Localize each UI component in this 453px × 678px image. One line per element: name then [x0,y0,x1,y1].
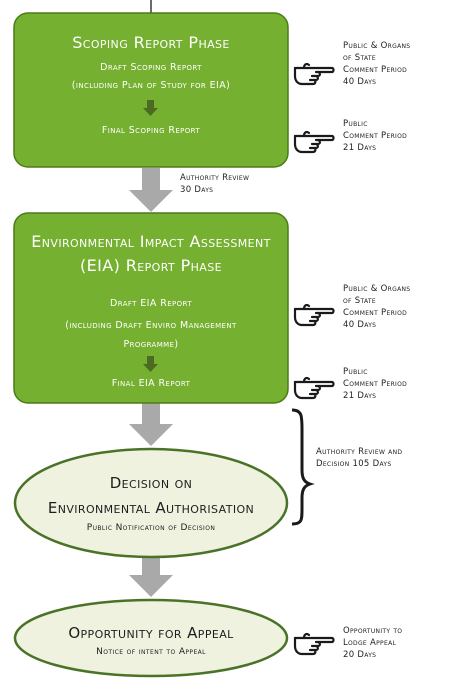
authority-review-note: Authority Review 30 Days [180,173,250,195]
down-arrow-icon [129,168,173,212]
scoping-phase-box [13,12,289,168]
pointing-hand-icon [293,303,335,327]
eia-final-label: Final EIA Report [111,378,191,389]
eia-phase-box [13,212,289,404]
eia-draft-detail-line2: Programme) [123,339,179,350]
appeal-subtitle: Notice of intent to Appeal [96,647,206,657]
eia-phase-title-line2: (EIA) Report Phase [80,256,222,275]
decision-subtitle: Public Notification of Decision [86,523,216,533]
pointing-hand-icon [293,130,335,154]
pointing-hand-icon [293,632,335,656]
scoping-draft-detail: (including Plan of Study for EIA) [71,80,231,91]
scoping-final-comment-note: Public Comment Period 21 Days [343,119,408,153]
down-arrow-icon [129,403,173,446]
down-arrow-icon [129,556,173,597]
appeal-title: Opportunity for Appeal [68,624,234,642]
decision-title-line2: Environmental Authorisation [47,499,255,517]
down-arrow-icon [143,356,158,372]
eia-draft-detail-line1: (including Draft Enviro Management [65,320,237,331]
scoping-draft-label: Draft Scoping Report [100,62,202,73]
scoping-final-label: Final Scoping Report [101,125,201,136]
pointing-hand-icon [293,376,335,400]
curly-brace-icon [291,408,315,526]
scoping-phase-title: Scoping Report Phase [72,33,230,52]
scoping-draft-comment-note: Public & Organs of State Comment Period … [343,41,411,87]
appeal-period-note: Opportunity to Lodge Appeal 20 Days [343,626,403,660]
eia-phase-title-line1: Environmental Impact Assessment [31,232,271,251]
decision-oval [13,447,289,559]
eia-draft-comment-note: Public & Organs of State Comment Period … [343,284,411,330]
eia-draft-label: Draft EIA Report [110,298,192,309]
pointing-hand-icon [293,62,335,86]
eia-final-comment-note: Public Comment Period 21 Days [343,367,408,401]
decision-review-note: Authority Review and Decision 105 Days [316,447,403,469]
down-arrow-icon [143,100,158,116]
decision-title-line1: Decision on [109,474,193,492]
appeal-oval [13,598,289,678]
